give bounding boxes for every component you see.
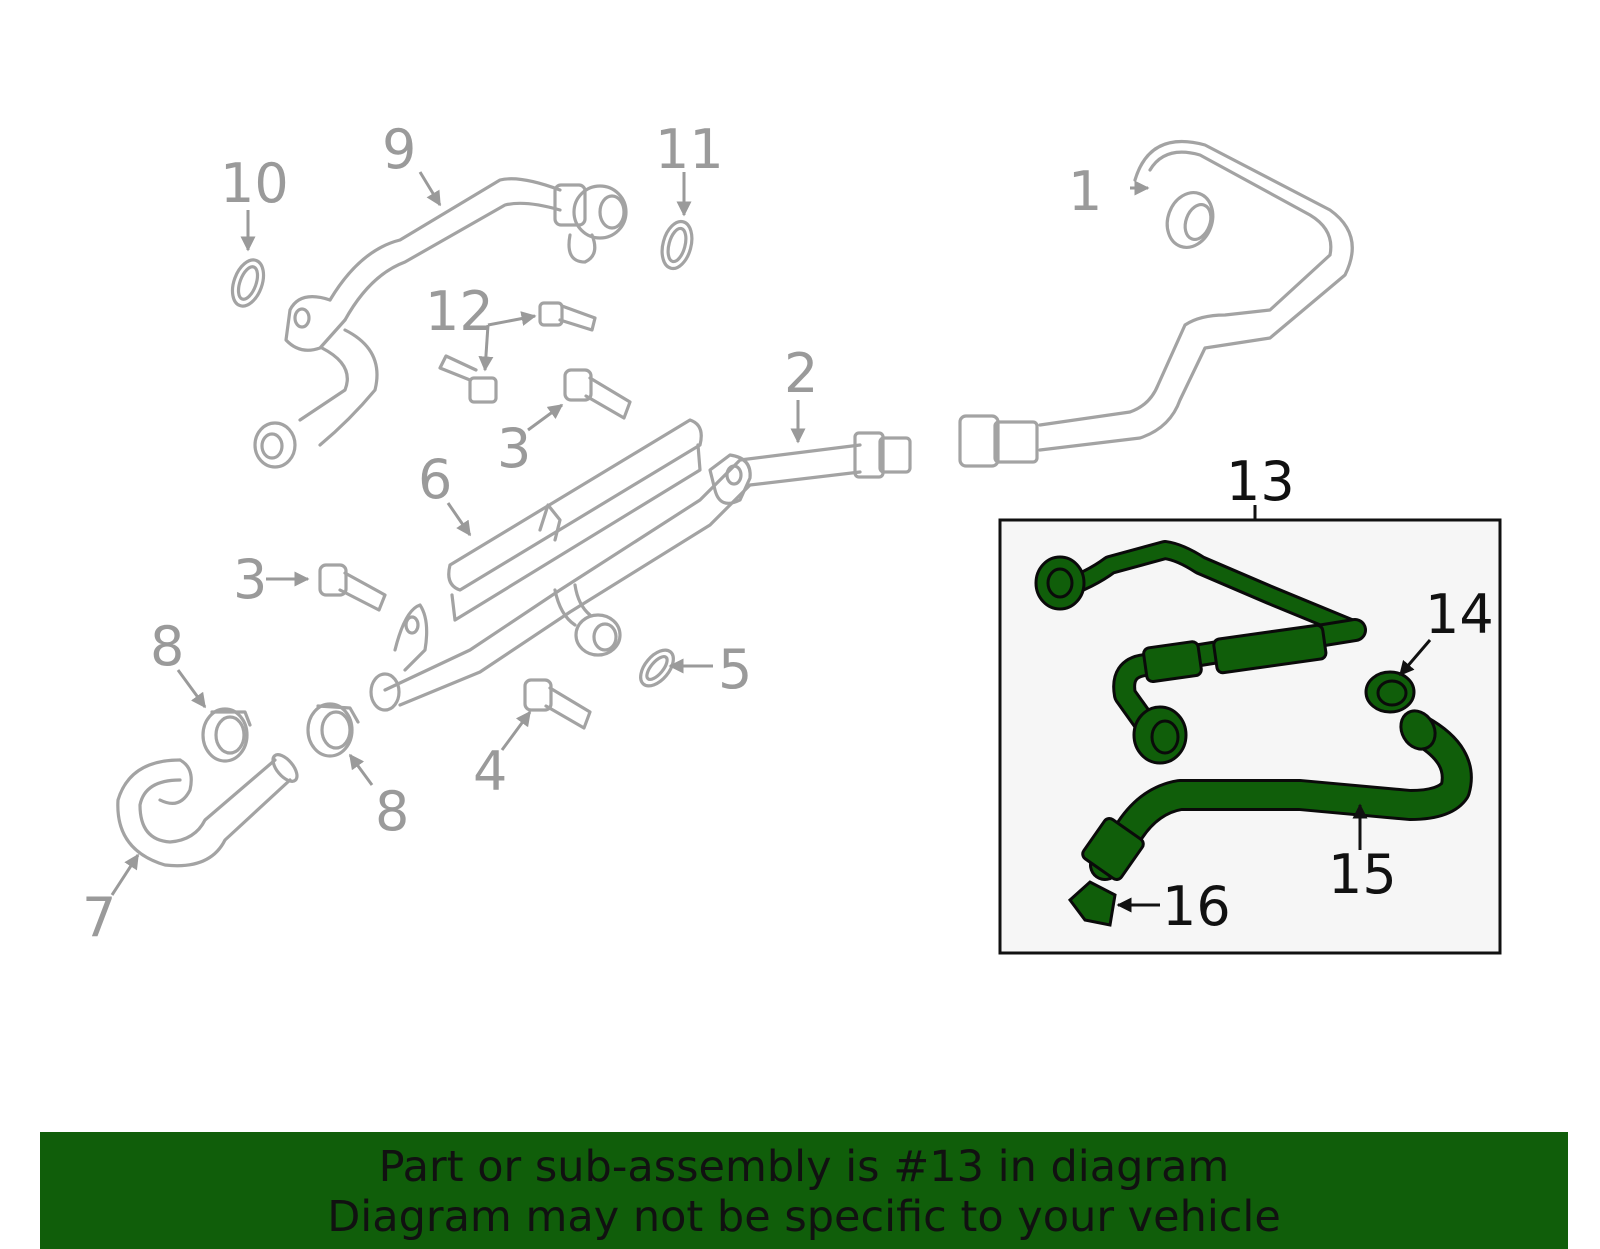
part-7-hose[interactable] <box>116 751 302 868</box>
part-4-bolt[interactable] <box>523 678 592 730</box>
callout-3-lower: 3 <box>233 548 267 611</box>
callout-4: 4 <box>473 740 507 803</box>
callout-14: 14 <box>1425 583 1494 646</box>
part-12-bolts[interactable] <box>438 301 597 404</box>
banner-line-1: Part or sub-assembly is #13 in diagram <box>378 1142 1230 1192</box>
callout-11: 11 <box>655 118 724 181</box>
part-3-bolt-lower[interactable] <box>318 563 387 612</box>
callout-13: 13 <box>1226 450 1295 513</box>
callout-8-left: 8 <box>150 615 184 678</box>
part-6-bracket[interactable] <box>447 418 703 622</box>
callout-1: 1 <box>1068 160 1102 223</box>
part-13-upper-pipe[interactable] <box>1034 540 1367 765</box>
part-9-hose[interactable] <box>253 177 628 469</box>
part-5-o-ring[interactable] <box>634 644 679 692</box>
leader-lines <box>110 171 1432 913</box>
notice-banner: Part or sub-assembly is #13 in diagram D… <box>40 1132 1568 1249</box>
callout-3-upper: 3 <box>497 417 531 480</box>
callout-5: 5 <box>718 638 752 701</box>
banner-line-2: Diagram may not be specific to your vehi… <box>327 1192 1281 1242</box>
callout-9: 9 <box>382 118 416 181</box>
callout-16: 16 <box>1162 875 1231 938</box>
callout-6: 6 <box>418 448 452 511</box>
part-8-clamp-right[interactable] <box>306 702 360 758</box>
part-2-pipe[interactable] <box>369 431 912 712</box>
callout-7: 7 <box>82 886 116 949</box>
part-3-bolt-upper[interactable] <box>563 368 632 420</box>
part-8-clamp-left[interactable] <box>201 707 252 763</box>
part-15-hose[interactable] <box>1080 705 1473 882</box>
callout-10: 10 <box>220 152 289 215</box>
part-16-clamp[interactable] <box>1067 880 1117 927</box>
callout-12: 12 <box>425 280 494 343</box>
callout-2: 2 <box>784 342 818 405</box>
callout-8-right: 8 <box>375 780 409 843</box>
callout-15: 15 <box>1328 843 1397 906</box>
part-10-o-ring[interactable] <box>227 256 270 311</box>
part-14-clamp[interactable] <box>1364 670 1416 714</box>
part-11-o-ring[interactable] <box>657 218 696 272</box>
part-1-hose[interactable] <box>958 140 1354 468</box>
